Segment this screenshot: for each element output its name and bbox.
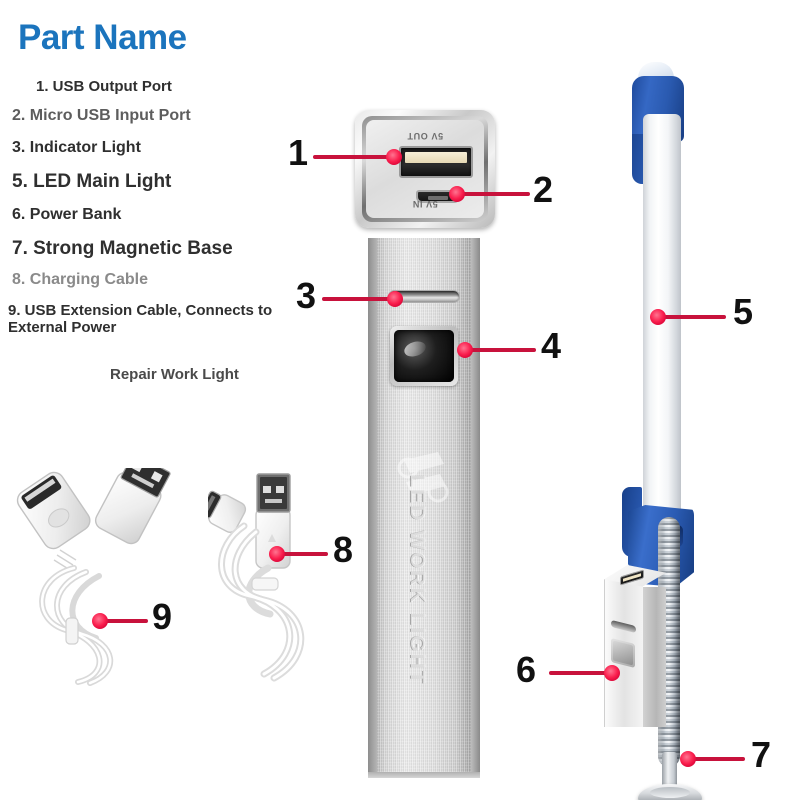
callout-number-9: 9	[152, 596, 173, 637]
power-bank-side	[642, 587, 666, 727]
callout-number-2: 2	[533, 169, 554, 210]
leader-line-6	[549, 671, 611, 675]
part-list-item-3: 3. Indicator Light	[12, 138, 141, 156]
part-list-item-6: 6. Power Bank	[12, 205, 122, 223]
callout-number-6: 6	[516, 649, 537, 690]
leader-line-1	[313, 155, 393, 159]
label-5v-out: 5V OUT	[406, 131, 444, 141]
page-title: Part Name	[18, 18, 187, 57]
brand-logo-icon	[394, 448, 454, 528]
leader-dot-6	[604, 665, 620, 681]
product-caption: Repair Work Light	[110, 366, 239, 383]
work-light-bar-body: LED WORK LIGHT	[368, 238, 480, 778]
leader-line-2	[455, 192, 530, 196]
leader-line-7	[688, 757, 745, 761]
port-module-top-view: 5V OUT 5V IN	[355, 110, 495, 228]
usb-extension-cable	[4, 453, 184, 686]
leader-line-8	[277, 552, 328, 556]
leader-dot-4	[457, 342, 473, 358]
callout-number-3: 3	[296, 275, 317, 316]
power-bank-indicator-slot	[611, 619, 636, 634]
part-list-item-2: 2. Micro USB Input Port	[12, 107, 191, 125]
charging-cable	[199, 468, 368, 690]
part-list-item-7: 7. Strong Magnetic Base	[12, 238, 233, 260]
leader-line-3	[322, 297, 394, 301]
magnetic-base	[638, 784, 702, 800]
gooseneck-lamp-assembly	[612, 62, 708, 800]
port-module-face: 5V OUT 5V IN	[366, 120, 484, 218]
bar-right-edge	[471, 238, 480, 778]
power-bank-led-window	[611, 638, 635, 668]
part-list-item-8: 8. Charging Cable	[12, 271, 149, 289]
led-lamp-tube	[643, 114, 681, 544]
part-list-item-5: 5. LED Main Light	[12, 171, 172, 193]
bar-bottom-edge	[368, 772, 480, 778]
parts-list: 1. USB Output Port 2. Micro USB Input Po…	[0, 78, 330, 346]
led-main-light	[390, 326, 458, 386]
power-bank	[604, 565, 666, 730]
part-list-item-9: 9. USB Extension Cable, Connects to Exte…	[8, 301, 273, 336]
callout-number-8: 8	[333, 529, 354, 570]
callout-number-4: 4	[541, 325, 562, 366]
leader-line-4	[464, 348, 536, 352]
callout-number-5: 5	[733, 291, 754, 332]
leader-dot-3	[387, 291, 403, 307]
part-list-item-1: 1. USB Output Port	[36, 78, 172, 95]
leader-line-9	[100, 619, 148, 623]
callout-number-7: 7	[751, 734, 772, 775]
leader-dot-9	[92, 613, 108, 629]
leader-dot-8	[269, 546, 285, 562]
leader-dot-1	[386, 149, 402, 165]
power-bank-face	[604, 579, 643, 727]
usb-output-port	[399, 146, 473, 178]
gooseneck-stem	[662, 752, 677, 792]
leader-dot-7	[680, 751, 696, 767]
bar-engraved-text: LED WORK LIGHT	[406, 474, 429, 686]
leader-dot-5	[650, 309, 666, 325]
leader-dot-2	[449, 186, 465, 202]
callout-number-1: 1	[288, 132, 309, 173]
label-5v-in: 5V IN	[412, 199, 438, 209]
leader-line-5	[664, 315, 726, 319]
bar-left-edge	[368, 238, 377, 778]
